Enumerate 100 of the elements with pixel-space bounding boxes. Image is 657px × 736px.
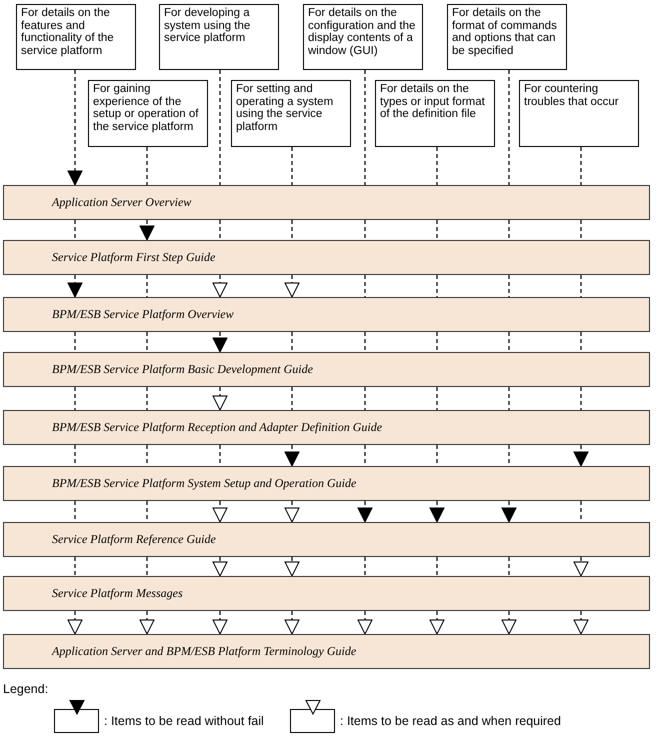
dashed-line (74, 501, 76, 522)
dashed-line (364, 387, 366, 410)
manual-title: BPM/ESB Service Platform System Setup and Operation Guide (52, 476, 356, 491)
dashed-line (219, 70, 221, 185)
dashed-line (219, 220, 221, 240)
dashed-line (580, 501, 582, 522)
arrow (68, 611, 82, 634)
manual-band (3, 410, 650, 445)
dashed-line (436, 275, 438, 297)
dashed-line (146, 332, 148, 352)
dashed-line (580, 332, 582, 352)
dashed-line (436, 332, 438, 352)
manual-band (3, 297, 650, 332)
dashed-line (508, 387, 510, 410)
manual-title: BPM/ESB Service Platform Overview (52, 307, 234, 322)
dashed-line (146, 147, 148, 185)
dashed-line (364, 557, 366, 576)
note-box: For setting and operating a system using the service platform (231, 80, 351, 147)
arrow (68, 70, 82, 186)
arrow (212, 611, 228, 634)
dashed-line (364, 70, 366, 185)
note-box: For details on the types or input format of the definition file (375, 80, 495, 147)
dashed-line (364, 275, 366, 297)
dashed-line (146, 501, 148, 522)
dashed-line (291, 332, 293, 352)
dashed-line (364, 220, 366, 240)
dashed-line (291, 387, 293, 410)
note-box: For details on the features and functionality of the service platform (16, 4, 136, 70)
legend-heading: Legend: (3, 682, 48, 697)
manual-title: Application Server and BPM/ESB Platform Terminology Guide (52, 644, 356, 659)
dashed-line (580, 147, 582, 185)
manual-band (3, 185, 650, 220)
dashed-line (436, 387, 438, 410)
note-box: For details on the configuration and the display contents of a window (GUI) (303, 4, 423, 70)
dashed-line (74, 387, 76, 410)
dashed-line (146, 275, 148, 297)
manual-title: BPM/ESB Service Platform Basic Development Guide (52, 362, 313, 377)
arrow (212, 501, 228, 522)
arrow (430, 611, 444, 634)
arrow (574, 611, 588, 634)
arrow (574, 557, 588, 576)
manual-band (3, 576, 650, 611)
manual-title: Service Platform Reference Guide (52, 532, 216, 547)
arrow (212, 275, 228, 298)
arrow (284, 445, 300, 466)
manual-band (3, 466, 650, 501)
dashed-line (436, 220, 438, 240)
dashed-line (74, 445, 76, 466)
dashed-line (508, 70, 510, 185)
arrow (68, 275, 82, 298)
dashed-line (74, 557, 76, 576)
dashed-line (580, 275, 582, 297)
arrow (574, 445, 588, 466)
arrow (140, 611, 154, 634)
manual-title: Application Server Overview (52, 195, 192, 210)
arrow (502, 611, 516, 634)
dashed-line (436, 445, 438, 466)
dashed-line (508, 557, 510, 576)
dashed-line (508, 220, 510, 240)
manual-title: Service Platform Messages (52, 586, 183, 601)
arrow (212, 557, 228, 576)
dashed-line (364, 445, 366, 466)
dashed-line (291, 147, 293, 185)
note-box: For details on the format of commands and options that can be specified (447, 4, 567, 70)
manual-title: Service Platform First Step Guide (52, 250, 216, 265)
manual-band (3, 634, 650, 669)
arrow (358, 611, 372, 634)
dashed-line (436, 147, 438, 185)
dashed-line (146, 445, 148, 466)
arrow (430, 501, 444, 522)
arrow (212, 332, 228, 352)
legend-text: : Items to be read as and when required (340, 714, 561, 729)
dashed-line (580, 387, 582, 410)
arrow (284, 275, 300, 298)
dashed-line (74, 220, 76, 240)
arrow (212, 387, 228, 410)
dashed-line (74, 332, 76, 352)
manual-band (3, 352, 650, 387)
dashed-line (436, 557, 438, 576)
note-box: For developing a system using the service platform (159, 4, 279, 70)
arrow (284, 501, 300, 522)
dashed-line (219, 445, 221, 466)
arrow (284, 611, 300, 634)
dashed-line (580, 220, 582, 240)
dashed-line (508, 445, 510, 466)
dashed-line (508, 332, 510, 352)
manual-band (3, 522, 650, 557)
dashed-line (364, 332, 366, 352)
note-box: For countering troubles that occur (519, 80, 639, 147)
dashed-line (508, 275, 510, 297)
note-box: For gaining experience of the setup or operation of the service platform (88, 80, 208, 147)
dashed-line (146, 387, 148, 410)
arrow (284, 557, 300, 576)
manual-band (3, 240, 650, 275)
legend-text: : Items to be read without fail (104, 714, 264, 729)
arrow (502, 501, 516, 522)
dashed-line (146, 557, 148, 576)
dashed-line (291, 220, 293, 240)
arrow (358, 501, 372, 522)
arrow (140, 220, 154, 240)
